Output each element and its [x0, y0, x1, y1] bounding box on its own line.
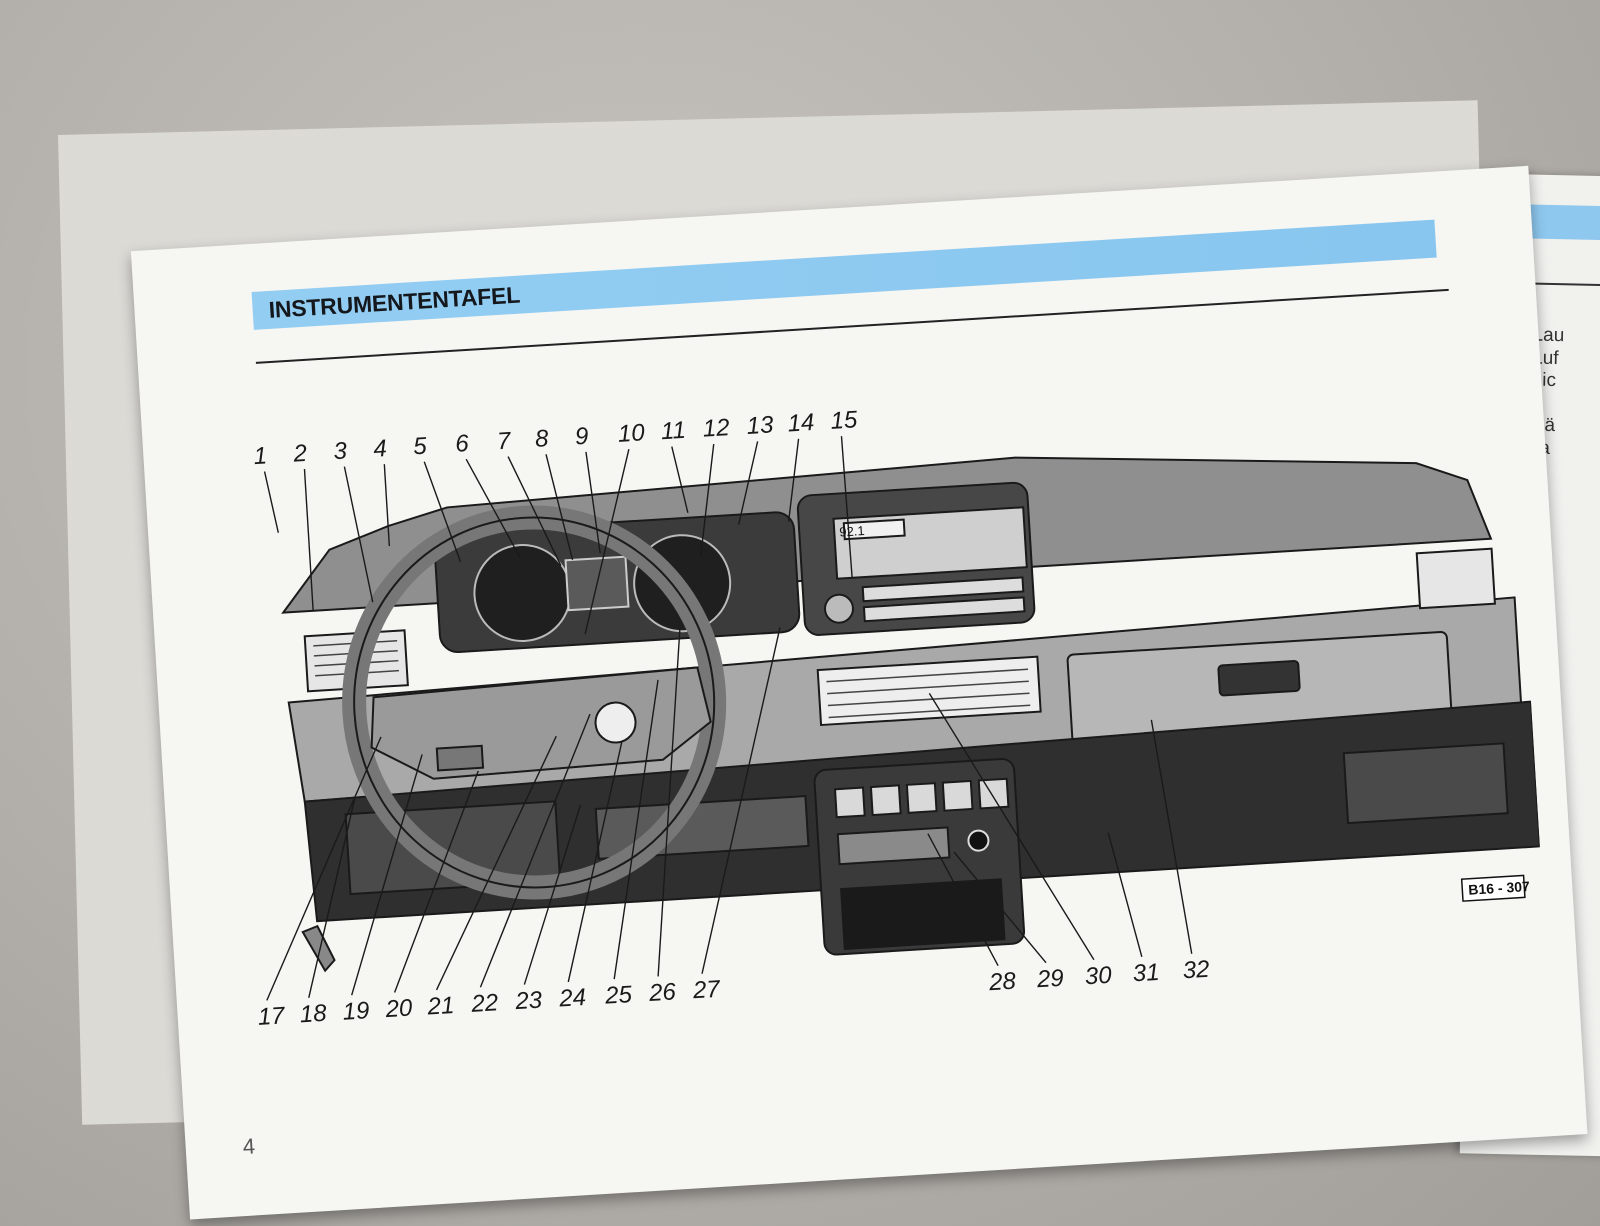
callout-leader-21: [435, 735, 557, 991]
heater-slider-bottom: [862, 596, 1026, 623]
callouts-bottom: 16 17 18 19 20 21 22 23 24 25 26 27 28 29 30 31 32: [212, 627, 1210, 1034]
callout-leader-31: [1107, 832, 1143, 958]
manual-page: INSTRUMENTENTAFEL: [130, 165, 1588, 1220]
callout-number-9: 9: [574, 423, 589, 451]
callout-leader-3: [343, 466, 374, 603]
callout-leader-25: [613, 679, 659, 980]
callout-leader-27: [701, 627, 781, 974]
callout-leader-11: [671, 446, 689, 513]
callout-leader-1: [263, 471, 280, 533]
callout-number-15: 15: [830, 406, 859, 435]
callout-number-4: 4: [373, 435, 388, 463]
dashboard-drawing: [281, 456, 1541, 973]
cigarette-lighter: [967, 829, 990, 852]
page-number: 4: [241, 1133, 256, 1160]
callout-number-18: 18: [299, 1000, 328, 1029]
callout-number-16: 16: [212, 1005, 241, 1034]
callout-number-27: 27: [691, 976, 722, 1005]
callout-leader-6: [465, 458, 521, 559]
figure-code: B16 - 307: [1468, 878, 1531, 898]
switch-row: [833, 777, 1010, 819]
callout-number-32: 32: [1182, 956, 1210, 985]
cassette-slot: [836, 826, 951, 866]
callout-leader-4: [383, 464, 391, 547]
vw-logo: [594, 701, 637, 744]
callout-leader-30: [928, 692, 1095, 961]
callout-number-12: 12: [702, 414, 730, 443]
right-storage: [1342, 742, 1509, 825]
fan-knob: [824, 593, 855, 624]
callout-number-19: 19: [342, 997, 370, 1026]
callout-number-20: 20: [384, 994, 414, 1023]
horn-pad: [435, 744, 485, 772]
radio-frequency: 92.1: [839, 523, 865, 540]
callout-number-28: 28: [987, 968, 1017, 997]
callout-leader-7: [507, 456, 562, 566]
title-band: INSTRUMENTENTAFEL: [251, 219, 1437, 330]
callout-number-29: 29: [1035, 965, 1064, 994]
callout-number-17: 17: [257, 1002, 287, 1031]
heater-slider-top: [861, 576, 1025, 603]
callout-number-2: 2: [292, 440, 308, 468]
callout-leader-8: [545, 454, 574, 561]
glovebox-latch: [1217, 660, 1301, 697]
callout-number-22: 22: [470, 989, 499, 1018]
callout-leader-10: [584, 449, 630, 635]
callout-leader-2: [303, 469, 314, 611]
callout-leader-24: [567, 742, 623, 983]
callout-number-11: 11: [660, 417, 687, 445]
callout-leader-13: [738, 441, 759, 525]
callout-number-24: 24: [557, 984, 586, 1013]
callout-leader-23: [523, 804, 582, 985]
callout-leader-9: [585, 451, 601, 554]
radio-unit: [832, 506, 1028, 580]
callout-number-3: 3: [333, 437, 349, 465]
callout-leader-14: [787, 438, 800, 522]
console-ashtray: [840, 878, 1006, 951]
callout-leader-20: [393, 770, 479, 993]
steering-wheel-outline: [353, 516, 716, 889]
callout-leader-18: [308, 798, 356, 998]
hood-release: [301, 924, 336, 973]
callout-leader-12: [699, 443, 715, 558]
callout-number-25: 25: [603, 981, 633, 1010]
callout-number-14: 14: [787, 409, 815, 438]
callout-number-1: 1: [253, 442, 268, 470]
booklet: INSTRUMENTENTAFEL: [58, 100, 1588, 1220]
page-title: INSTRUMENTENTAFEL: [267, 281, 521, 323]
callout-leader-16: [221, 951, 235, 1004]
callout-number-5: 5: [413, 433, 429, 461]
callout-leader-17: [266, 736, 382, 1001]
callout-leader-15: [840, 436, 853, 578]
callout-number-6: 6: [454, 430, 470, 458]
figure-code-box: [1460, 874, 1526, 902]
callout-leader-22: [479, 713, 591, 988]
callout-leader-32: [1150, 719, 1193, 954]
callout-leader-26: [657, 628, 681, 977]
callout-number-26: 26: [647, 978, 677, 1007]
callout-number-8: 8: [534, 425, 550, 453]
callout-number-23: 23: [514, 987, 544, 1016]
callout-number-30: 30: [1084, 962, 1113, 991]
callout-number-21: 21: [426, 992, 455, 1021]
callout-number-31: 31: [1132, 959, 1160, 988]
callout-leader-29: [953, 851, 1047, 964]
callout-number-10: 10: [617, 419, 646, 448]
center-vent-slats: [826, 668, 1031, 719]
right-vent: [1415, 547, 1496, 610]
callout-leader-28: [927, 833, 999, 966]
callout-leader-19: [351, 754, 423, 996]
callout-number-7: 7: [496, 427, 513, 455]
radio-display: [842, 518, 906, 541]
callout-leader-5: [423, 461, 462, 562]
callout-number-13: 13: [746, 411, 775, 440]
